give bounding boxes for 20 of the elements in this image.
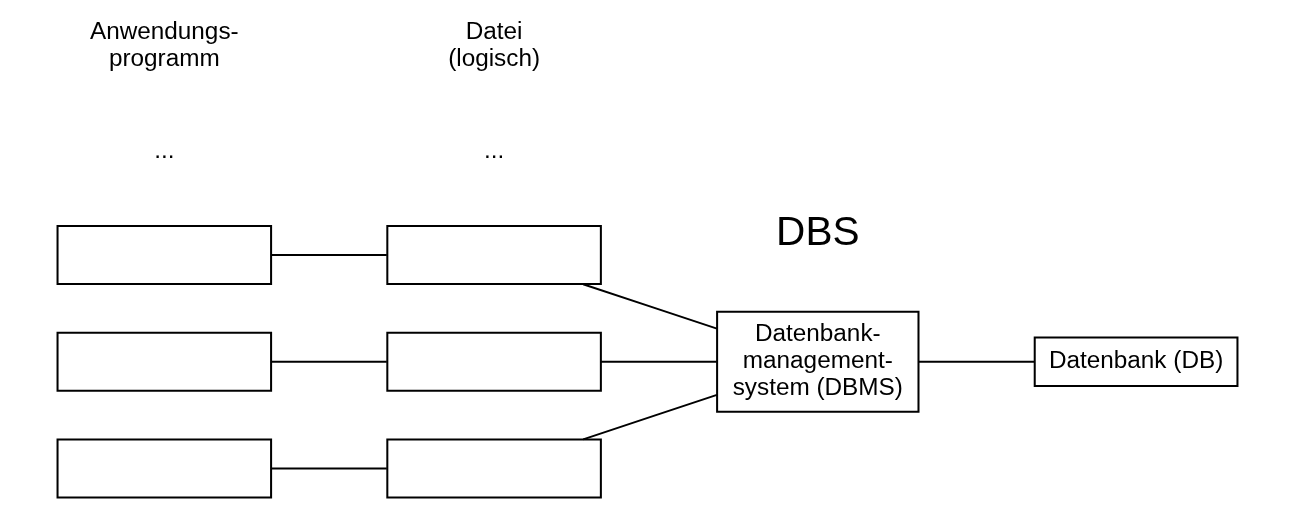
label: Anwendungs- programm — [89, 16, 239, 71]
node-box: Datenbank (DB) — [1033, 335, 1239, 387]
connector — [271, 253, 387, 256]
connector — [582, 282, 718, 330]
node-box — [386, 224, 602, 285]
connector — [271, 360, 387, 363]
node-box — [386, 331, 602, 392]
node-box — [56, 224, 273, 285]
node-box — [386, 437, 602, 499]
node-box: Datenbank- management- system (DBMS) — [716, 310, 920, 413]
connector — [918, 360, 1035, 363]
label: Datei (logisch) — [448, 16, 541, 71]
node-box — [56, 437, 273, 499]
label: ... — [483, 135, 505, 163]
connector — [601, 360, 717, 363]
label: ... — [154, 135, 175, 163]
connector — [271, 467, 387, 470]
connector — [582, 393, 718, 440]
label: DBS — [776, 207, 860, 254]
node-box — [56, 331, 273, 392]
